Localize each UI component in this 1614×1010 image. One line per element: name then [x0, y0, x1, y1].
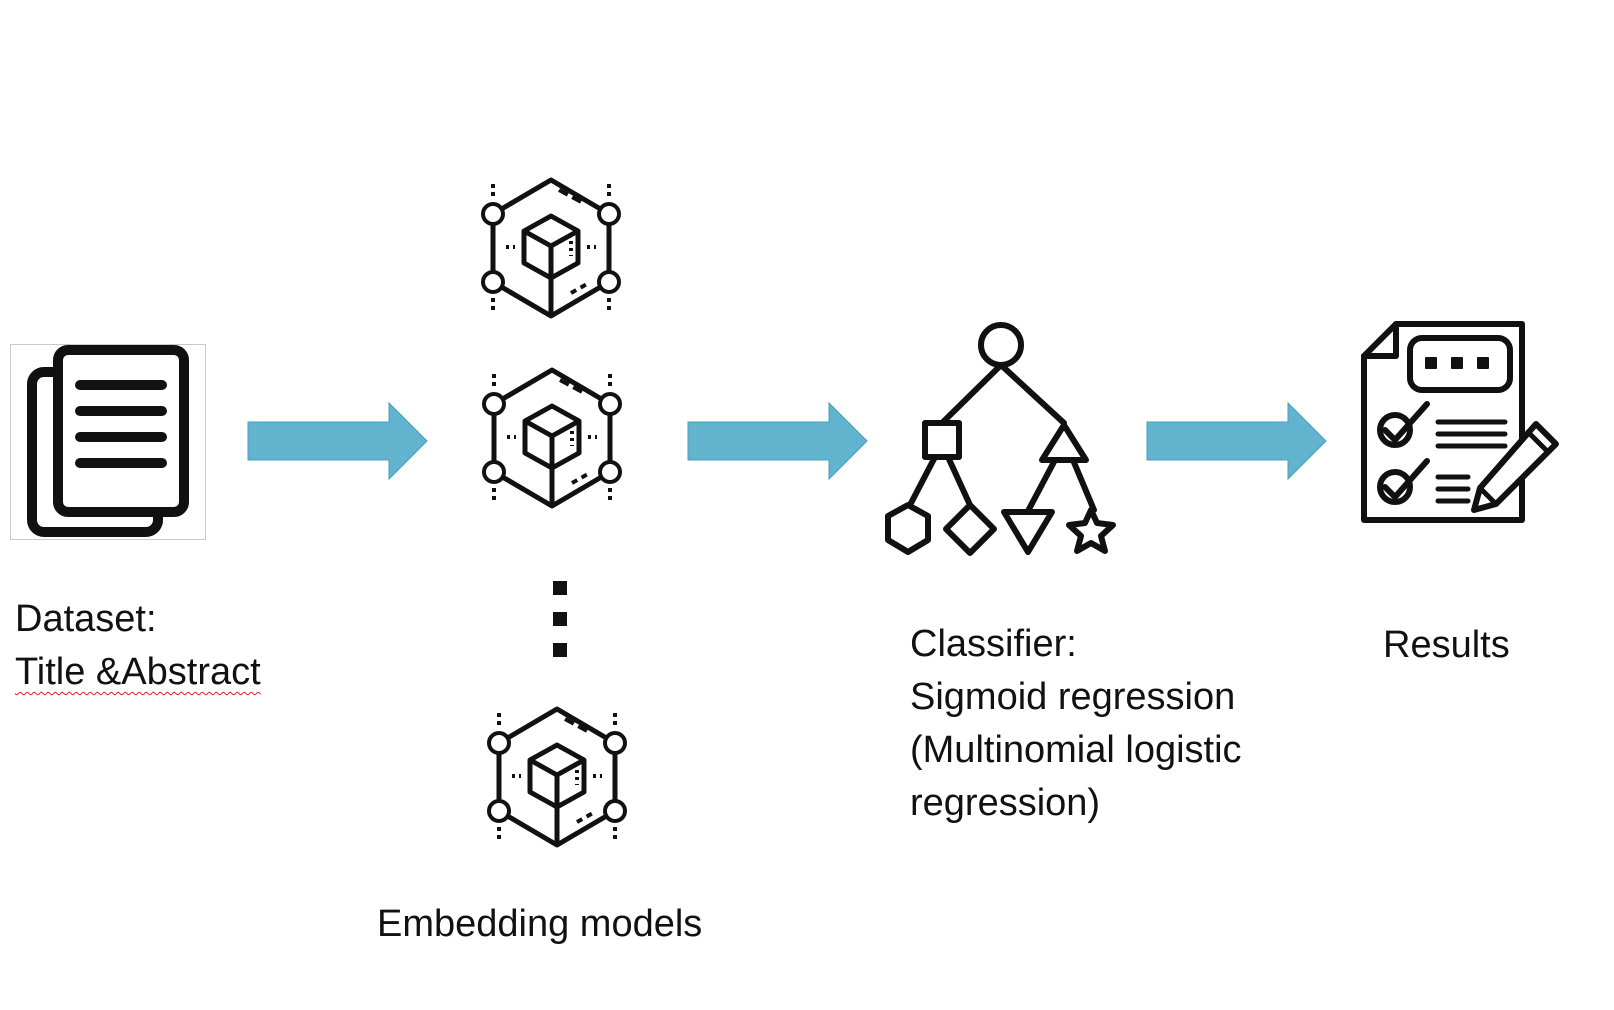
checklist-report-icon: [1361, 321, 1559, 523]
embedding-model-icon-2: [484, 370, 620, 506]
classifier-label: Classifier: Sigmoid regression (Multinom…: [910, 618, 1242, 830]
dataset-label-line-2: Title &Abstract: [15, 651, 261, 693]
classifier-label-line-2: Sigmoid regression: [910, 676, 1236, 718]
vertical-ellipsis: [553, 581, 567, 657]
documents-icon: [27, 345, 189, 537]
classifier-label-line-3: (Multinomial logistic: [910, 729, 1242, 771]
decision-tree-icon: [885, 322, 1116, 556]
flow-arrow-2: [687, 401, 868, 481]
dataset-label-line-1: Dataset:: [15, 598, 157, 640]
classifier-label-line-1: Classifier:: [910, 623, 1077, 665]
embedding-label-line-1: Embedding models: [377, 903, 703, 945]
embedding-model-icon-1: [483, 180, 619, 316]
flow-arrow-1: [247, 401, 428, 481]
classifier-label-line-4: regression): [910, 782, 1101, 824]
results-label: Results: [1383, 619, 1510, 672]
results-label-line-1: Results: [1383, 624, 1510, 666]
embedding-label: Embedding models: [377, 898, 702, 951]
dataset-image-frame: [10, 344, 206, 540]
dataset-label: Dataset: Title &Abstract: [15, 593, 261, 699]
flow-arrow-3: [1146, 401, 1327, 481]
embedding-model-icon-3: [489, 709, 625, 845]
